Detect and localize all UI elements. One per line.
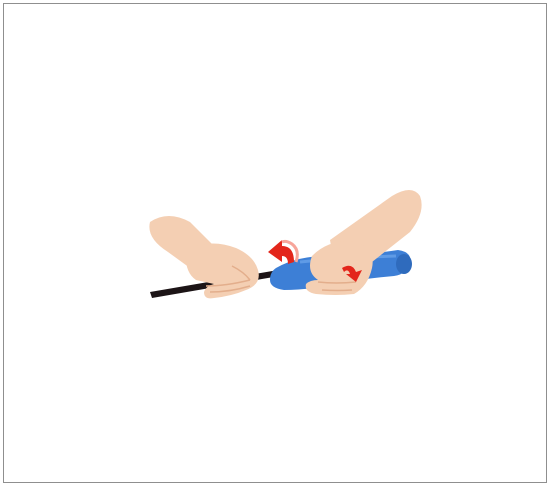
right-hand — [306, 241, 373, 295]
